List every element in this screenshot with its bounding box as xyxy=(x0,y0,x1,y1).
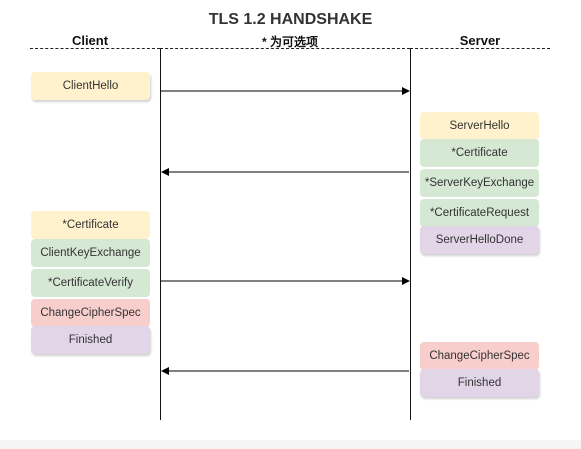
message-label: ChangeCipherSpec xyxy=(429,350,530,362)
client-message: *Certificate xyxy=(31,211,150,239)
message-label: ServerHello xyxy=(449,120,510,132)
message-label: *Certificate xyxy=(62,219,119,231)
client-header-divider xyxy=(30,48,160,49)
message-label: *CertificateVerify xyxy=(47,277,133,289)
server-message: ServerHello xyxy=(420,112,539,140)
message-arrows xyxy=(161,87,410,375)
server-message: Finished xyxy=(420,369,539,397)
client-message: ChangeCipherSpec xyxy=(31,299,150,327)
server-header-divider xyxy=(410,48,550,49)
message-label: ChangeCipherSpec xyxy=(40,307,141,319)
client-message: *CertificateVerify xyxy=(31,269,150,297)
diagram-title: TLS 1.2 HANDSHAKE xyxy=(208,11,373,28)
client-lifeline xyxy=(160,49,161,420)
arrow-1 xyxy=(161,87,410,95)
client-message: ClientKeyExchange xyxy=(31,239,150,267)
server-message: *Certificate xyxy=(420,139,539,167)
message-label: *ServerKeyExchange xyxy=(424,177,535,189)
message-label: ServerHelloDone xyxy=(435,234,524,246)
arrow-2 xyxy=(161,168,409,176)
arrow-4 xyxy=(161,367,409,375)
diagram-canvas: TLS 1.2 HANDSHAKE Client * 为可选项 Server C… xyxy=(30,11,550,420)
server-column-header: Server xyxy=(459,33,501,48)
message-label: ClientHello xyxy=(62,80,119,92)
center-header-divider xyxy=(160,48,410,49)
client-column-header: Client xyxy=(71,33,109,48)
message-label: ClientKeyExchange xyxy=(40,247,141,259)
message-label: Finished xyxy=(68,334,113,346)
server-message: *ServerKeyExchange xyxy=(420,169,539,197)
message-label: *CertificateRequest xyxy=(429,207,530,219)
server-lifeline xyxy=(410,49,411,420)
server-message: ServerHelloDone xyxy=(420,226,539,254)
arrow-3 xyxy=(161,277,410,285)
client-message: Finished xyxy=(31,326,150,354)
message-label: *Certificate xyxy=(451,147,508,159)
server-message: ChangeCipherSpec xyxy=(420,342,539,370)
message-label: Finished xyxy=(457,377,502,389)
optional-note: * 为可选项 xyxy=(261,35,318,49)
client-message: ClientHello xyxy=(31,72,150,100)
server-message: *CertificateRequest xyxy=(420,199,539,227)
